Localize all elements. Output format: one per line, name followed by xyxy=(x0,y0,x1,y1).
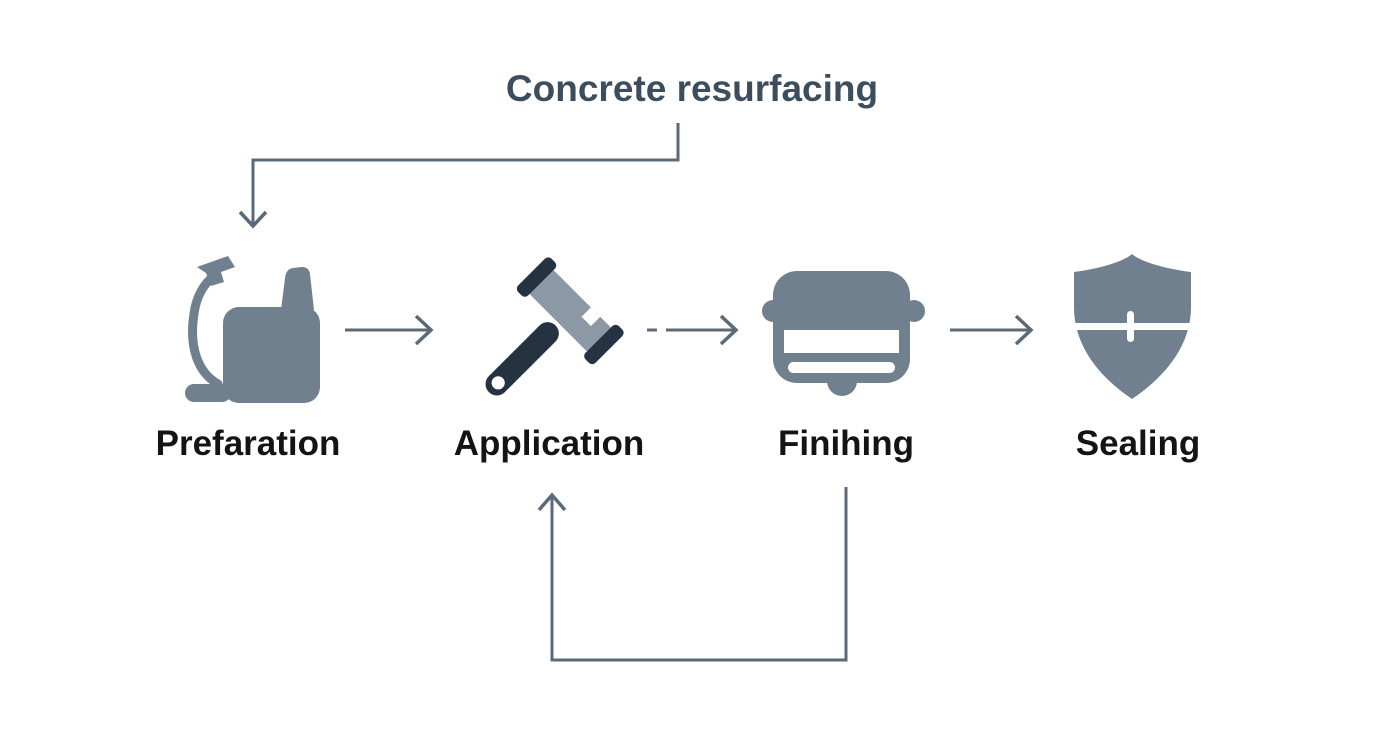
step-finishing xyxy=(762,268,925,403)
feedback-loop-arrowhead-up-icon xyxy=(537,492,567,512)
diagram-title: Concrete resurfacing xyxy=(505,68,879,109)
shield-icon xyxy=(1070,254,1195,399)
title-connector-arrowhead-down-icon xyxy=(238,210,268,229)
sprayer-icon xyxy=(185,256,320,403)
flow-arrow-3-head-icon xyxy=(1014,314,1034,346)
title-connector-line xyxy=(251,123,680,224)
step-label-preparation: Prefaration xyxy=(155,424,341,463)
mallet-icon xyxy=(485,257,624,396)
flow-arrow-2-head-icon xyxy=(719,314,739,346)
step-sealing xyxy=(1070,252,1195,407)
step-label-application: Application xyxy=(453,424,645,463)
step-preparation xyxy=(185,252,320,408)
feedback-loop-line xyxy=(550,487,848,662)
step-label-sealing: Sealing xyxy=(1075,424,1201,463)
flow-arrow-1-head-icon xyxy=(414,314,434,346)
step-label-finishing: Finihing xyxy=(777,424,915,463)
step-application xyxy=(478,252,628,409)
float-icon xyxy=(762,271,925,396)
